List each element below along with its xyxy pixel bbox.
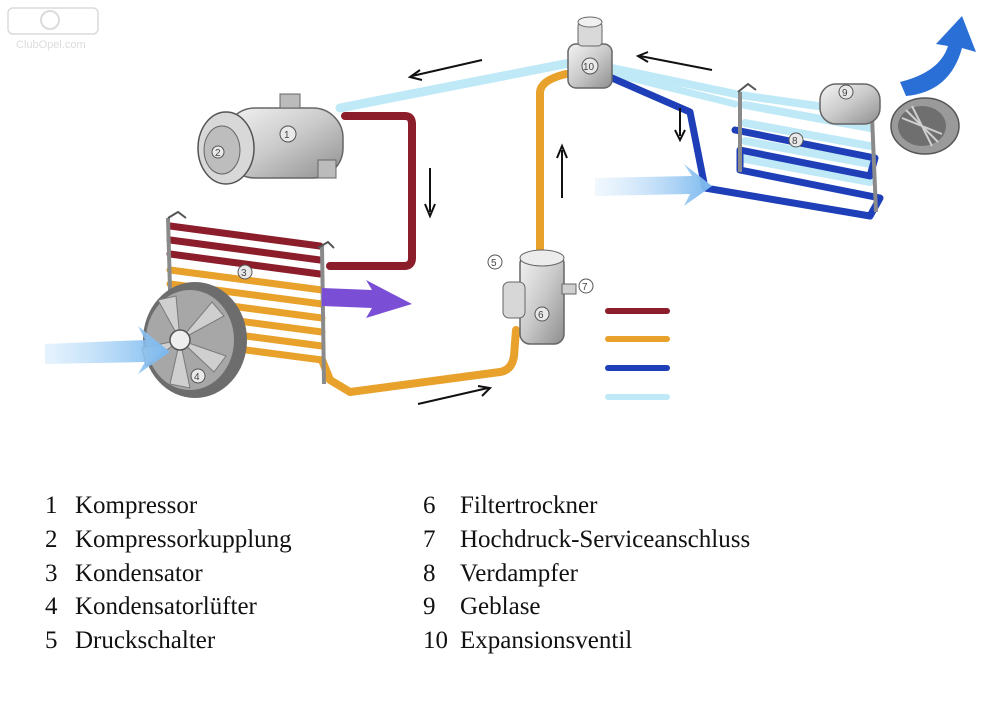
tag-4: 4 — [194, 372, 200, 383]
legend-label: Verdampfer — [460, 560, 578, 587]
legend-number: 4 — [45, 593, 58, 620]
legend-item: 8 Verdampfer — [423, 560, 578, 588]
watermark-logo: ClubOpel.com — [7, 7, 99, 51]
legend-number: 10 — [423, 627, 448, 654]
legend-item: 4 Kondensatorlüfter — [45, 593, 257, 621]
watermark-text: ClubOpel.com — [16, 39, 86, 51]
legend-item: 3 Kondensator — [45, 560, 203, 588]
legend-number: 9 — [423, 593, 436, 620]
tag-3: 3 — [241, 268, 247, 279]
tag-1: 1 — [284, 130, 290, 141]
tag-10: 10 — [583, 62, 595, 73]
cool-air-out-arrow — [900, 16, 976, 96]
legend-label: Geblase — [460, 593, 541, 620]
warm-air-out-arrow — [322, 280, 412, 318]
legend-item: 9 Geblase — [423, 593, 541, 621]
legend-number: 5 — [45, 627, 58, 654]
legend-label: Kompressorkupplung — [75, 526, 292, 553]
evaporator: 8 — [737, 82, 878, 213]
legend-label: Kompressor — [75, 492, 198, 519]
air-in-condenser-arrow — [45, 326, 170, 374]
legend-item: 7 Hochdruck-Serviceanschluss — [423, 526, 750, 554]
direction-arrows — [407, 51, 713, 405]
condenser: 3 — [166, 210, 335, 385]
filter-drier: 6 5 7 — [487, 249, 594, 345]
tag-6: 6 — [538, 310, 544, 321]
legend-label: Kondensatorlüfter — [75, 593, 257, 620]
legend-number: 2 — [45, 526, 58, 553]
legend-number: 3 — [45, 560, 58, 587]
tag-2: 2 — [215, 148, 221, 159]
expansion-valve: 10 — [567, 16, 613, 89]
legend-number: 7 — [423, 526, 436, 553]
blower: 9 — [819, 83, 960, 155]
high-pressure-gas-line — [166, 112, 416, 278]
legend-label: Filtertrockner — [460, 492, 598, 519]
pipe-color-key — [605, 308, 670, 400]
legend-item: 1 Kompressor — [45, 492, 197, 520]
high-pressure-liquid-line — [166, 70, 570, 396]
legend-number: 8 — [423, 560, 436, 587]
legend-item: 10 Expansionsventil — [423, 627, 632, 655]
compressor: 1 2 — [197, 93, 344, 185]
legend-label: Kondensator — [75, 560, 203, 587]
tag-7: 7 — [582, 282, 588, 293]
legend-label: Hochdruck-Serviceanschluss — [460, 526, 751, 553]
air-in-evaporator-arrow — [595, 164, 712, 206]
legend-number: 1 — [45, 492, 58, 519]
legend-item: 2 Kompressorkupplung — [45, 526, 292, 554]
legend-label: Druckschalter — [75, 627, 216, 654]
legend-item: 5 Druckschalter — [45, 627, 215, 655]
tag-5: 5 — [491, 258, 497, 269]
legend-label: Expansionsventil — [460, 627, 633, 654]
legend-item: 6 Filtertrockner — [423, 492, 597, 520]
tag-8: 8 — [792, 136, 798, 147]
legend-number: 6 — [423, 492, 436, 519]
tag-9: 9 — [842, 88, 848, 99]
